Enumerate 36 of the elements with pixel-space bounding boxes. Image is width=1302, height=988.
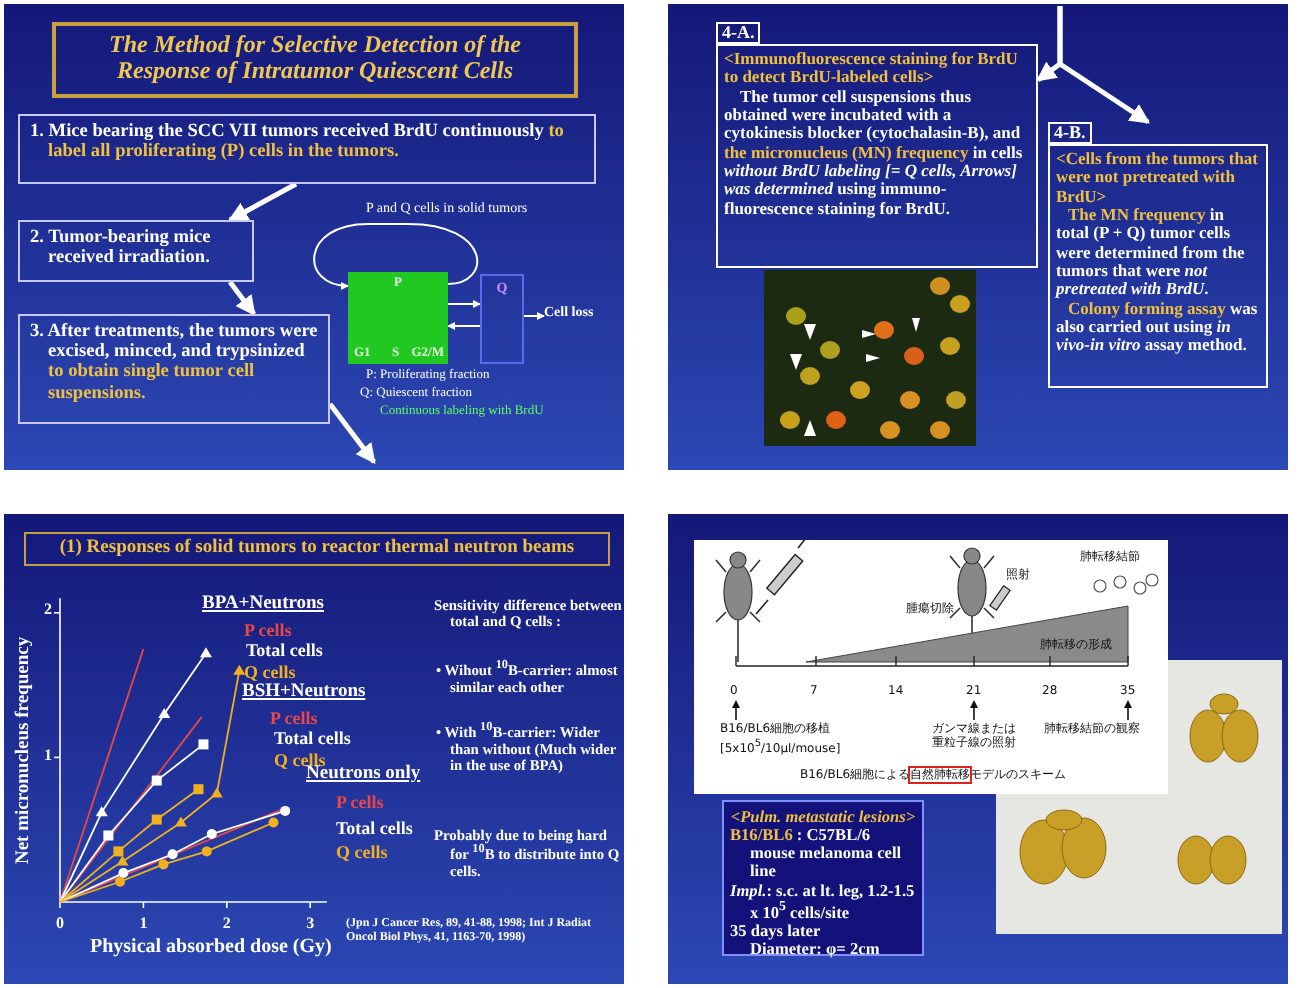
paragraph: 35 days later	[730, 921, 823, 940]
step-text: 1. Mice bearing the SCC VII tumors received BrdU continuously to label all proliferating (P) cells in the tumors.	[30, 122, 566, 163]
tick-label: 1	[42, 747, 52, 765]
paragraph: Diameter: φ= 2cm	[748, 939, 882, 958]
step-text: (1) Responses of solid tumors to reactor thermal neutron beams	[57, 538, 577, 559]
series-label: P cells	[336, 794, 384, 814]
axis-title: Net micronucleus frequency	[13, 634, 35, 869]
tick-label: 2	[42, 602, 52, 621]
paragraph: The tumor cell suspensions thus obtained were incubated with a cytokinesis blocker (cytochalasin-B), and the micronucleus (MN) frequency in cells without BrdU labeling [= Q cells, Arrows] was determined using immuno-fluorescence staining for BrdU.	[724, 87, 1025, 219]
panel-heading: <Cells from the tumors that were not pretreated with BrdU>	[1056, 150, 1260, 207]
paragraph: Colony forming assay was also carried out using in vivo-in vitro assay method.	[1056, 299, 1260, 356]
box-heading: <Pulm. metastatic lesions>	[730, 808, 916, 827]
paragraph: Impl.: s.c. at lt. leg, 1.2-1.5 x 10$^{5}$ cells/site	[730, 881, 916, 922]
tick-label: 1	[137, 916, 150, 934]
tick-label: 0	[54, 916, 66, 934]
series-label: P cells	[244, 622, 292, 642]
tick-label: 3	[304, 916, 317, 934]
series-label: Total cells	[274, 730, 351, 750]
step-label: 4-B.	[1048, 122, 1092, 145]
step-text: The Method for Selective Detection of the Response of Intratumor Quiescent Cells	[107, 32, 523, 85]
axis-title: Physical absorbed dose (Gy)	[90, 936, 332, 958]
group-heading: BPA+Neutrons	[202, 594, 325, 615]
series-label: P cells	[270, 710, 318, 730]
step-label: 4-A.	[716, 22, 761, 45]
group-heading: Neutrons only	[306, 764, 421, 785]
tick-label: 2	[220, 916, 233, 934]
series-label: Q cells	[244, 664, 296, 683]
series-label: Q cells	[336, 844, 388, 864]
step-text: 2. Tumor-bearing mice received irradiation.	[30, 228, 213, 269]
paragraph: The MN frequency in total (P + Q) tumor cells were determined from the tumors that were not pretreated with BrdU.	[1056, 206, 1247, 300]
series-label: Total cells	[246, 642, 323, 662]
series-label: Total cells	[336, 820, 413, 840]
step-text: 3. After treatments, the tumors were excised, minced, and trypsinized to obtain single tumor cell suspensions.	[30, 322, 318, 404]
group-heading: BSH+Neutrons	[242, 682, 366, 703]
panel-heading: <Immunofluorescence staining for BrdU to detect BrdU-labeled cells>	[724, 50, 1020, 88]
paragraph: B16/BL6 : C57BL/6 mouse melanoma cell line	[730, 826, 904, 881]
